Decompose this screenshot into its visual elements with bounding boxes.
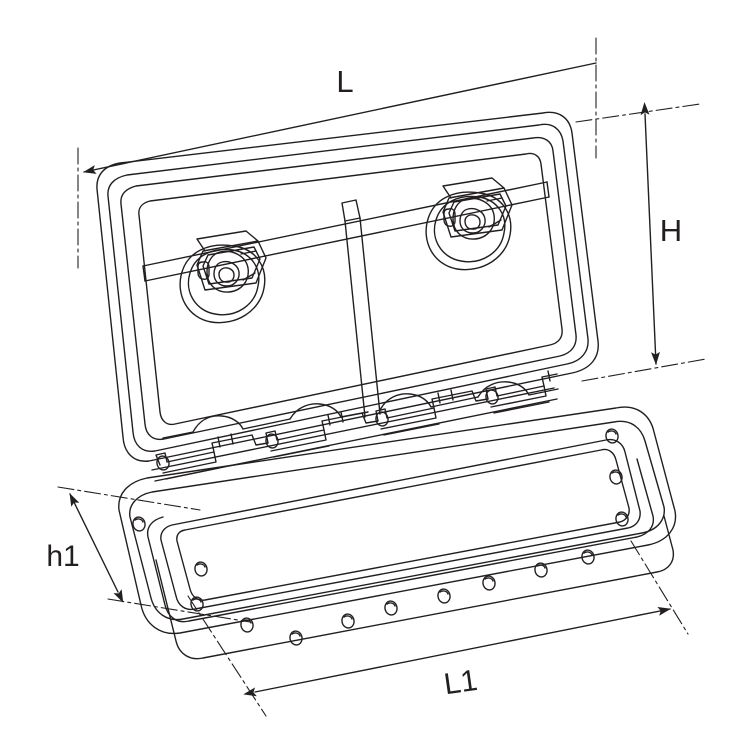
latch-left-plate bbox=[196, 240, 267, 291]
dimension-lines bbox=[69, 62, 671, 697]
screw-hole bbox=[132, 516, 146, 532]
latch-left-plate-inner bbox=[202, 246, 261, 285]
screw-hole bbox=[194, 561, 208, 577]
lid-outer-edge-offset bbox=[107, 123, 589, 452]
mounting-frame bbox=[118, 406, 677, 660]
frame-outer-edge bbox=[118, 406, 677, 635]
latch-right bbox=[425, 177, 513, 271]
dimension-line-h1 bbox=[69, 493, 124, 603]
rib-vertical-top-cap bbox=[344, 217, 361, 222]
latch-left-recess bbox=[179, 244, 266, 324]
lid-outer-edge bbox=[96, 111, 599, 462]
scallop-left bbox=[162, 415, 291, 439]
latch-left-wing-b bbox=[242, 272, 256, 281]
rib-horizontal-edge-right bbox=[546, 181, 550, 198]
extension-line-H-bottom bbox=[581, 358, 707, 382]
latch-right-wing-a bbox=[486, 197, 503, 202]
extension-lines bbox=[57, 37, 707, 717]
latch-right-tab-top bbox=[442, 177, 505, 199]
latch-left-wing-a bbox=[240, 250, 257, 255]
lid-cross-ribs bbox=[142, 181, 550, 418]
rib-vertical-upper bbox=[341, 199, 361, 222]
dimension-label-L: L bbox=[336, 64, 353, 99]
frame-lower-lip bbox=[155, 515, 675, 660]
lid-inner-rim bbox=[120, 136, 577, 441]
latch-left-tab-top bbox=[196, 230, 259, 252]
dimension-label-H: H bbox=[660, 213, 682, 248]
rib-vertical-left bbox=[344, 220, 366, 418]
hinge-knuckle-4 bbox=[485, 370, 558, 414]
dimension-line-L bbox=[83, 62, 597, 174]
hinge-knuckle-3 bbox=[375, 389, 489, 436]
latch-left-recess-inner bbox=[187, 248, 260, 316]
hinge-knuckle-2 bbox=[265, 411, 379, 458]
screw-hole bbox=[190, 596, 204, 612]
lid-inner-pan bbox=[138, 152, 563, 426]
dimension-labels: L H h1 L1 bbox=[46, 64, 682, 701]
hinge-knuckle-1 bbox=[155, 433, 269, 480]
extension-line-h1-bottom bbox=[107, 598, 251, 623]
screw-hole bbox=[384, 600, 398, 616]
latch-right-recess bbox=[425, 191, 512, 271]
lid-scallop-edge bbox=[162, 381, 559, 439]
screw-hole bbox=[289, 630, 303, 646]
latch-right-knob-inner bbox=[459, 207, 486, 234]
scallop-right bbox=[379, 393, 479, 411]
latch-left-slot bbox=[197, 261, 210, 280]
rib-vertical-right bbox=[359, 217, 381, 415]
screw-hole bbox=[609, 469, 623, 485]
screw-hole bbox=[615, 511, 629, 527]
frame-screw-holes bbox=[132, 428, 629, 646]
latch-right-wing-b bbox=[488, 219, 502, 228]
frame-opening-inner bbox=[176, 448, 630, 601]
frame-opening bbox=[160, 438, 641, 611]
latch-right-recess-inner bbox=[433, 195, 506, 263]
screw-hole bbox=[605, 428, 619, 444]
scallop-mid bbox=[289, 403, 369, 420]
screw-hole bbox=[534, 562, 548, 578]
screw-hole bbox=[240, 617, 254, 633]
latch-left-knob-inner bbox=[213, 260, 240, 287]
dimension-line-H bbox=[640, 102, 660, 365]
frame-base-edge bbox=[146, 458, 655, 623]
latch-right-plate-inner bbox=[448, 193, 507, 232]
dimension-label-L1: L1 bbox=[442, 664, 480, 701]
extension-line-h1-top bbox=[57, 486, 201, 511]
dimension-line-L1 bbox=[243, 606, 671, 697]
latch-right-knob-center bbox=[464, 214, 481, 230]
rib-horizontal-edge-left bbox=[142, 265, 146, 282]
extension-line-L1-right bbox=[630, 540, 689, 635]
latch-right-plate bbox=[442, 187, 513, 238]
latch-right-slot bbox=[443, 208, 456, 227]
frame-outer-edge-offset bbox=[129, 420, 665, 621]
hatch-lid bbox=[96, 111, 599, 482]
screw-hole bbox=[437, 588, 451, 604]
screw-hole bbox=[341, 613, 355, 629]
scallop-far-right bbox=[477, 381, 559, 398]
latch-left-knob-center bbox=[218, 267, 235, 283]
extension-line-H-top bbox=[575, 103, 701, 123]
screw-hole bbox=[581, 549, 595, 565]
latch-left bbox=[179, 230, 267, 324]
screw-hole bbox=[482, 575, 496, 591]
dimension-label-h1: h1 bbox=[46, 540, 79, 573]
